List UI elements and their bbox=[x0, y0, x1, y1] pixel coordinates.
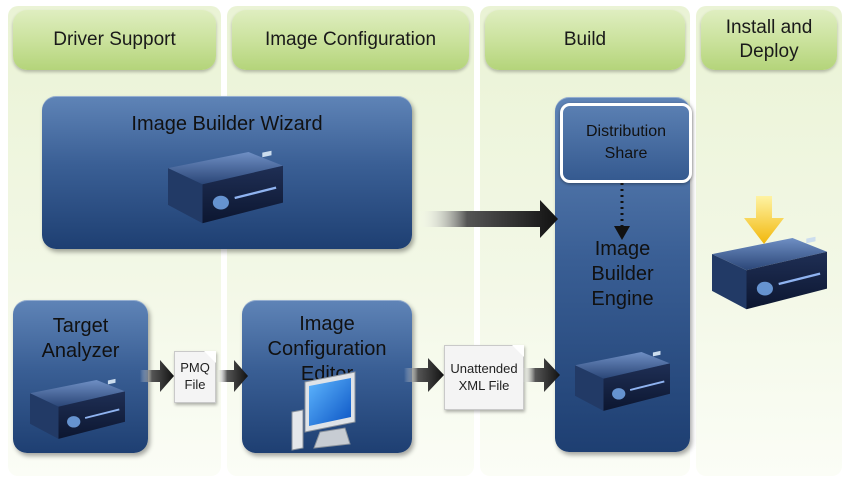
server-device-icon bbox=[710, 235, 829, 311]
install-arrow-icon bbox=[744, 196, 784, 244]
server-device-icon bbox=[574, 349, 671, 412]
unattended-xml-file-label: Unattended XML File bbox=[450, 360, 518, 393]
arrow-xml-to-engine bbox=[522, 358, 560, 392]
unattended-xml-file-document: Unattended XML File bbox=[444, 345, 524, 410]
server-device-icon bbox=[166, 149, 285, 225]
arrow-editor-to-xml bbox=[404, 358, 444, 392]
lane-header-image-configuration: Image Configuration bbox=[232, 10, 469, 70]
lane-header-build: Build bbox=[485, 10, 685, 70]
arrow-wizard-to-engine bbox=[418, 200, 558, 238]
dotted-arrow-share-to-engine bbox=[614, 183, 630, 240]
server-device-icon bbox=[29, 377, 126, 440]
distribution-share-box: Distribution Share bbox=[560, 103, 692, 183]
pmq-file-label: PMQ File bbox=[180, 360, 210, 392]
lane-header-install-deploy: Install and Deploy bbox=[701, 10, 837, 70]
monitor-icon bbox=[291, 371, 356, 451]
image-builder-engine-label: Image Builder Engine bbox=[591, 238, 654, 310]
distribution-share-label: Distribution Share bbox=[585, 123, 667, 162]
image-configuration-editor-label: Image Configuration Editor bbox=[267, 313, 387, 385]
image-builder-wizard-label: Image Builder Wizard bbox=[131, 113, 323, 135]
arrow-pmq-to-editor bbox=[216, 360, 248, 392]
pmq-file-document: PMQ File bbox=[174, 351, 216, 403]
lane-install-deploy bbox=[696, 6, 842, 476]
target-analyzer-label: Target Analyzer bbox=[41, 315, 120, 362]
arrow-analyzer-to-pmq bbox=[140, 360, 174, 392]
lane-header-driver-support: Driver Support bbox=[13, 10, 216, 70]
